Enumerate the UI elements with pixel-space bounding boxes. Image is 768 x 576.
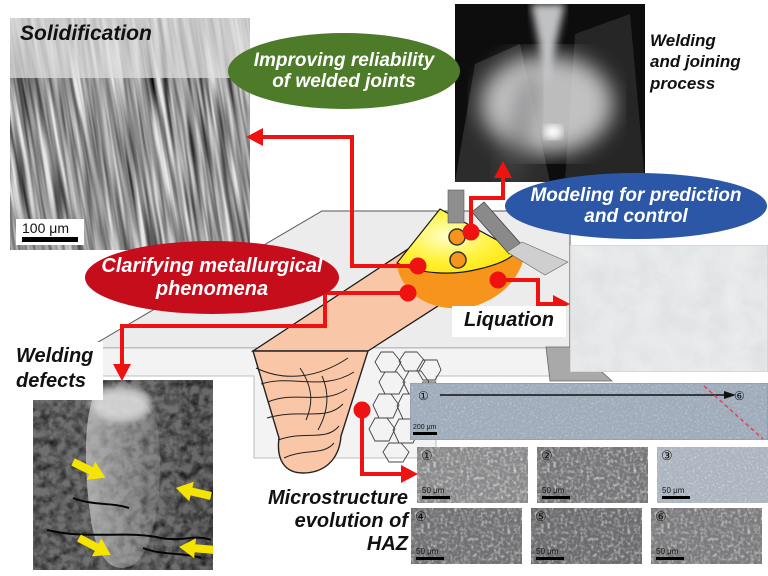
strip-end-number: ⑥ — [734, 389, 745, 403]
haz-panel-1: ① 50 μm — [417, 447, 528, 503]
solidification-scale-bar: 100 μm — [16, 219, 84, 245]
panel-scale-bar: 50 μm — [656, 548, 684, 560]
electrode — [447, 189, 465, 224]
bubble-modeling: Modeling for prediction and control — [505, 173, 767, 239]
welding-process-label: Welding and joining process — [650, 31, 741, 93]
welding-defects-photo — [33, 380, 213, 570]
droplet — [449, 251, 467, 269]
panel-scale-bar: 50 μm — [662, 487, 690, 499]
strip-start-number: ① — [418, 389, 429, 403]
microstructure-label: Microstructure evolution of HAZ — [267, 487, 408, 555]
panel-number: ④ — [415, 509, 427, 524]
nozzle-shield — [506, 241, 569, 276]
panel-scale-bar: 50 μm — [416, 548, 444, 560]
yellow-arrow-icon — [71, 458, 213, 559]
bubble-clarifying-phenomena: Clarifying metallurgical phenomena — [85, 241, 339, 314]
liquation-micrograph — [570, 245, 768, 372]
liquation-label: Liquation — [452, 306, 566, 337]
panel-number: ⑤ — [535, 509, 547, 524]
haz-panel-3: ③ 50 μm — [657, 447, 768, 503]
bubble-improving-reliability: Improving reliability of welded joints — [228, 33, 460, 109]
droplet — [448, 228, 466, 246]
haz-overview-strip: ① ⑥ 200 μm — [410, 383, 768, 440]
solidification-micrograph — [10, 18, 250, 250]
panel-scale-bar: 50 μm — [542, 487, 570, 499]
haz-panel-6: ⑥ 50 μm — [651, 508, 762, 564]
solidification-label: Solidification — [20, 22, 152, 45]
panel-number: ③ — [661, 448, 673, 463]
haz-panel-5: ⑤ 50 μm — [531, 508, 642, 564]
fusion-line-dashed — [703, 385, 764, 440]
haz-panel-4: ④ 50 μm — [411, 508, 522, 564]
strip-scale-bar: 200 μm — [413, 424, 437, 435]
panel-number: ⑥ — [655, 509, 667, 524]
panel-scale-bar: 50 μm — [536, 548, 564, 560]
panel-number: ① — [421, 448, 433, 463]
panel-number: ② — [541, 448, 553, 463]
panel-scale-bar: 50 μm — [422, 487, 450, 499]
welding-defects-label: Welding defects — [6, 342, 104, 400]
welding-arc-photo — [455, 4, 645, 182]
bead-cross-section — [252, 350, 369, 474]
haz-panel-2: ② 50 μm — [537, 447, 648, 503]
